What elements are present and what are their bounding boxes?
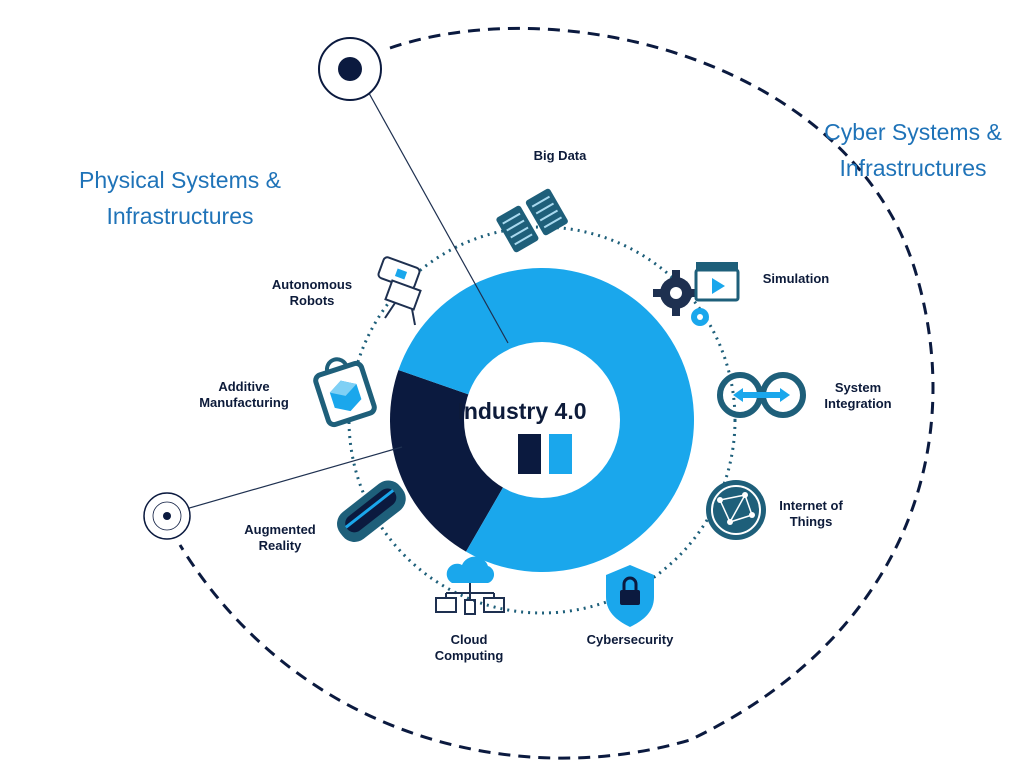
iot-icon — [706, 480, 766, 540]
label-big-data: Big Data — [533, 148, 587, 163]
physical-systems-heading: Physical Systems & Infrastructures — [79, 167, 281, 229]
logo-bar-navy — [518, 434, 541, 474]
simulation-icon — [653, 262, 740, 326]
big-data-icon — [496, 188, 568, 253]
augmented-reality-icon — [337, 480, 406, 542]
cyber-marker — [143, 492, 191, 540]
label-additive-manufacturing: Additive Manufacturing — [199, 379, 289, 410]
label-cloud-computing: Cloud Computing — [434, 632, 504, 663]
system-integration-icon — [717, 372, 806, 418]
donut-hole — [464, 342, 620, 498]
logo-bar-sky — [549, 434, 572, 474]
inner-dotted-ring — [347, 225, 737, 615]
cyber-pointer-line — [164, 446, 403, 516]
label-cybersecurity: Cybersecurity — [586, 632, 674, 647]
cybersecurity-icon — [606, 565, 654, 627]
physical-marker — [318, 37, 382, 101]
label-iot: Internet of Things — [779, 498, 843, 529]
cyber-systems-heading: Cyber Systems & Infrastructures — [824, 119, 1002, 181]
autonomous-robots-icon — [377, 256, 422, 326]
label-autonomous-robots: Autonomous Robots — [271, 277, 353, 308]
outer-dashed-orbit — [178, 26, 935, 760]
cloud-computing-icon — [435, 556, 505, 615]
physical-pointer-line — [354, 67, 509, 344]
label-system-integration: System Integration — [824, 380, 892, 411]
label-augmented-reality: Augmented Reality — [244, 522, 316, 553]
label-simulation: Simulation — [762, 271, 830, 286]
additive-manufacturing-icon — [313, 357, 377, 428]
center-title: Industry 4.0 — [457, 398, 587, 424]
